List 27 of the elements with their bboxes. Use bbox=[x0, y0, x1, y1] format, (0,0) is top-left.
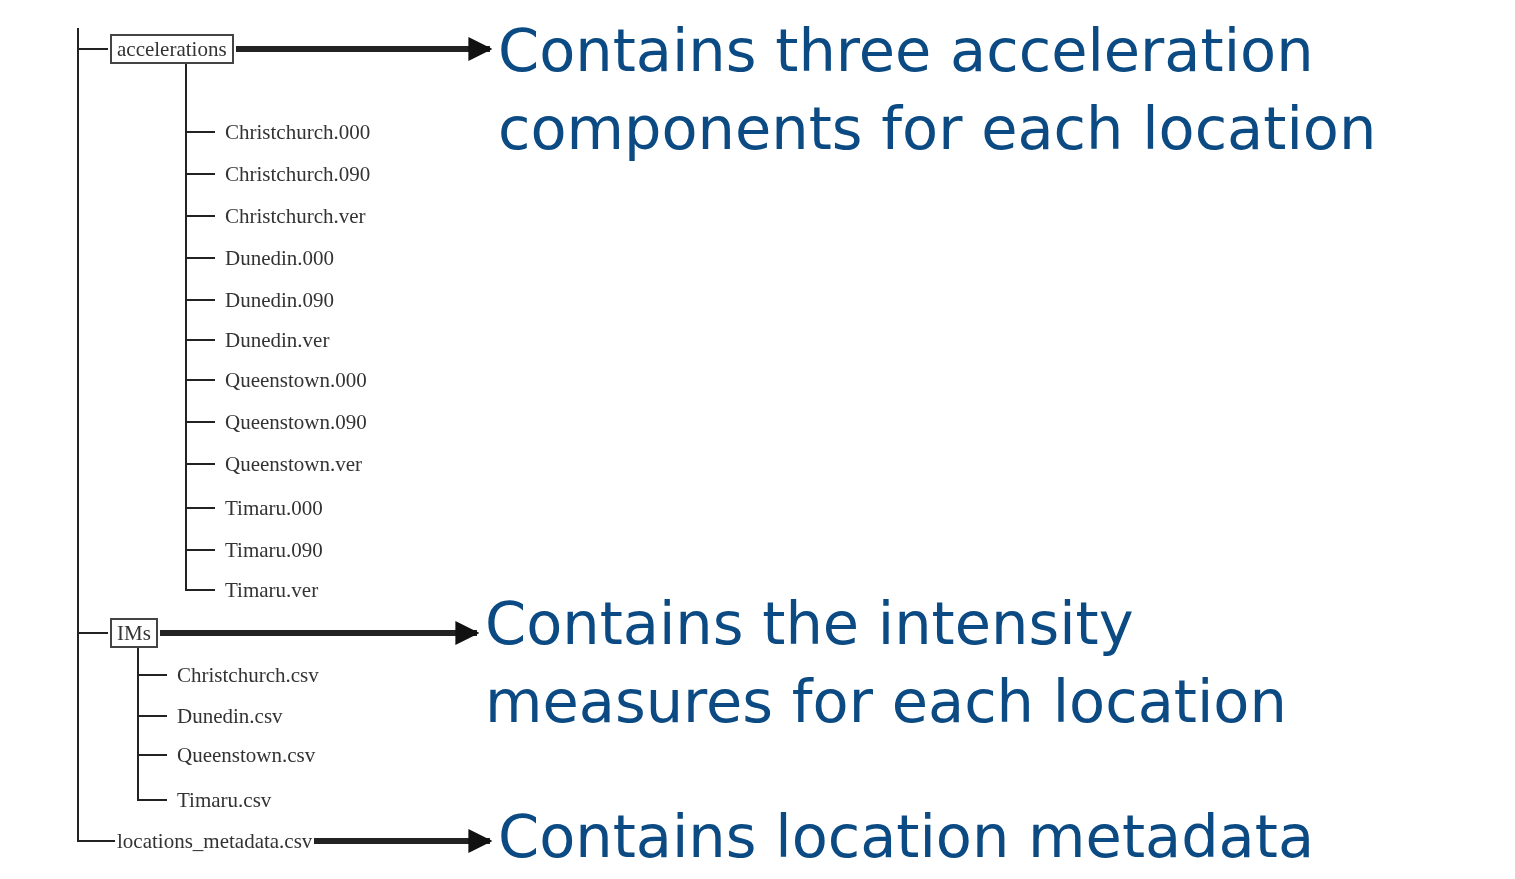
file-name: Timaru.000 bbox=[225, 495, 323, 521]
file-name: Timaru.ver bbox=[225, 577, 319, 603]
tree-line bbox=[137, 647, 168, 801]
file-name: Timaru.csv bbox=[177, 787, 272, 813]
file-name: Christchurch.csv bbox=[177, 662, 319, 688]
file-name: Christchurch.ver bbox=[225, 203, 366, 229]
file-name: Timaru.090 bbox=[225, 537, 323, 563]
file-name: Dunedin.ver bbox=[225, 327, 330, 353]
file-name: Dunedin.090 bbox=[225, 287, 335, 313]
file-name: Christchurch.000 bbox=[225, 119, 371, 145]
arrow bbox=[160, 621, 480, 645]
folder-label: IMs bbox=[110, 618, 158, 648]
file-name: Dunedin.000 bbox=[225, 245, 335, 271]
file-name: Queenstown.ver bbox=[225, 451, 363, 477]
file-name: Queenstown.csv bbox=[177, 742, 316, 768]
file-name: locations_metadata.csv bbox=[117, 828, 313, 854]
description-text: Contains three acceleration components for each location bbox=[498, 12, 1508, 168]
arrow bbox=[236, 37, 493, 61]
description-text: Contains the intensity measures for each location bbox=[485, 585, 1305, 741]
arrow bbox=[314, 829, 493, 853]
description-text: Contains location metadata bbox=[498, 798, 1498, 876]
tree-line bbox=[77, 27, 116, 842]
file-name: Queenstown.000 bbox=[225, 367, 367, 393]
folder-label: accelerations bbox=[110, 34, 234, 64]
file-name: Dunedin.csv bbox=[177, 703, 283, 729]
file-name: Queenstown.090 bbox=[225, 409, 367, 435]
file-name: Christchurch.090 bbox=[225, 161, 371, 187]
